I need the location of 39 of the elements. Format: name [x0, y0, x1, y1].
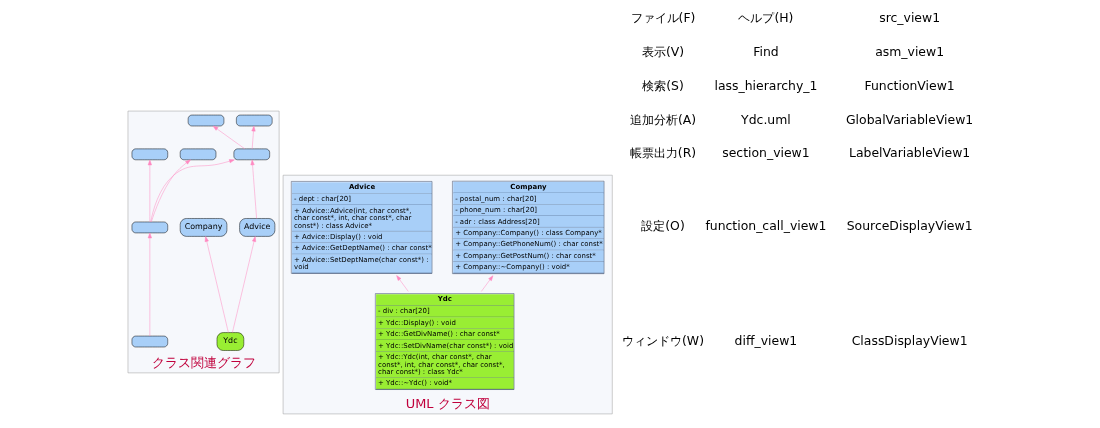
label: asm_view1: [874, 43, 944, 59]
arrow: [480, 275, 493, 292]
node-box: [187, 114, 224, 127]
label: ヘルプ(H): [737, 10, 793, 26]
arrow: [250, 159, 257, 219]
arrow: [395, 275, 409, 292]
label: 設定(O): [640, 218, 685, 234]
label: 表示(V): [641, 43, 684, 59]
label: 帳票出力(R): [629, 145, 696, 161]
label: src_view1: [878, 10, 940, 26]
label: 追加分析(A): [629, 111, 696, 127]
label: diff_view1: [734, 332, 797, 348]
arrow: [147, 159, 152, 222]
label: function_call_view1: [704, 218, 826, 234]
label: Find: [752, 43, 779, 59]
arrow: [147, 232, 152, 337]
label: ファイル(F): [630, 10, 695, 26]
arrow: [212, 125, 245, 150]
arrow: [149, 159, 235, 223]
node-box: [131, 148, 168, 161]
node-box: [233, 148, 270, 161]
label: FunctionView1: [864, 77, 955, 93]
node-box: [179, 148, 216, 161]
arrow: [150, 159, 191, 223]
label: lass_hierarchy_1: [713, 77, 817, 93]
arrow: [231, 236, 256, 333]
node-box: [131, 221, 168, 234]
label: GlobalVariableView1: [845, 111, 973, 127]
label: SourceDisplayView1: [846, 218, 973, 234]
node-box: [235, 114, 272, 127]
arrow: [204, 236, 229, 333]
label: ClassDisplayView1: [851, 332, 968, 348]
arrow: [251, 125, 255, 150]
node-box: [131, 335, 168, 348]
label: LabelVariableView1: [848, 145, 970, 161]
label: section_view1: [721, 145, 810, 161]
label: ウィンドウ(W): [621, 332, 704, 348]
label: Ydc.uml: [740, 111, 791, 127]
label: 検索(S): [641, 77, 684, 93]
